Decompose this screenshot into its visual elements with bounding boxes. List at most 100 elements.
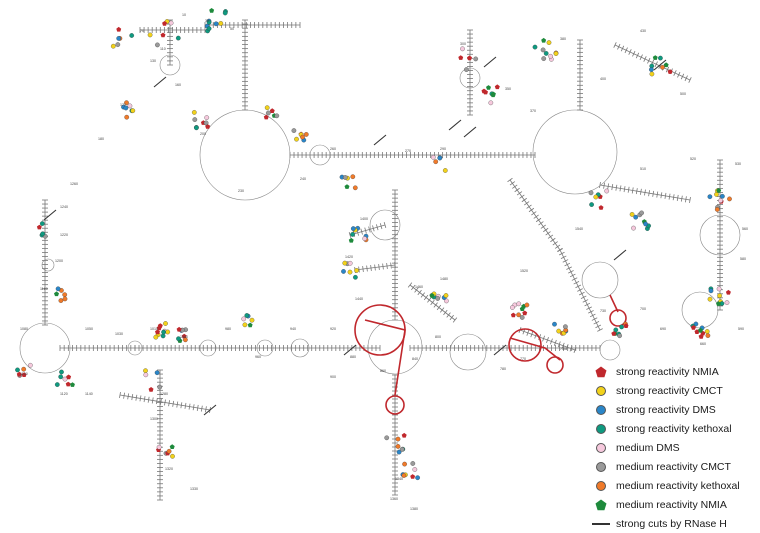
reactivity-marker	[716, 301, 721, 306]
nucleotide-number: 10	[182, 13, 186, 17]
base-pair	[176, 401, 179, 408]
base-pair	[545, 231, 551, 236]
reactivity-marker	[206, 19, 212, 25]
loop-circle	[369, 209, 401, 241]
nucleotide-number: 1320	[165, 467, 173, 471]
reactivity-marker	[342, 175, 348, 180]
base-pair	[552, 241, 558, 246]
reactivity-marker	[350, 226, 356, 231]
base-pair	[358, 266, 360, 273]
base-pair	[407, 282, 413, 288]
nucleotide-number: 170	[120, 103, 126, 107]
base-pair	[647, 57, 651, 64]
nucleotide-number: 860	[380, 369, 386, 373]
nucleotide-number: 350	[505, 87, 511, 91]
nucleotide-number: 1440	[355, 297, 363, 301]
reactivity-marker	[116, 26, 122, 32]
reactivity-marker	[130, 108, 136, 114]
base-pair	[172, 400, 175, 407]
base-pair	[603, 182, 605, 189]
nucleotide-number: 1240	[60, 205, 68, 209]
base-pair	[569, 345, 573, 352]
reactivity-marker	[396, 449, 402, 455]
base-pair	[648, 190, 650, 197]
reactivity-marker	[458, 55, 464, 60]
reactivity-marker	[123, 105, 129, 111]
circle-marker-icon	[592, 384, 610, 398]
nucleotide-number: 780	[500, 367, 506, 371]
reactivity-marker	[213, 21, 219, 27]
reactivity-marker	[163, 321, 168, 326]
reactivity-marker	[399, 446, 405, 452]
reactivity-marker	[168, 20, 174, 26]
reactivity-marker	[347, 269, 353, 275]
reactivity-marker	[410, 474, 416, 479]
loop-circle	[449, 333, 487, 371]
base-pair	[554, 244, 561, 249]
helix	[599, 181, 691, 204]
base-pair	[417, 289, 422, 296]
legend-label: strong cuts by RNase H	[616, 517, 727, 530]
base-pair	[390, 262, 392, 269]
reactivity-marker	[588, 190, 594, 196]
nucleotide-number: 750	[560, 347, 566, 351]
base-pair	[374, 264, 376, 271]
reactivity-marker	[540, 47, 546, 53]
nucleotide-number: 880	[350, 355, 356, 359]
reactivity-marker	[192, 117, 198, 122]
base-pair	[443, 309, 448, 316]
base-pair	[370, 264, 372, 272]
loop-circle	[367, 319, 423, 375]
reactivity-marker	[548, 53, 553, 59]
reactivity-marker	[412, 467, 418, 472]
reactivity-marker	[155, 329, 160, 335]
reactivity-marker	[58, 298, 64, 303]
reactivity-marker	[510, 312, 516, 318]
base-pair	[689, 196, 691, 204]
nucleotide-number: 1050	[85, 327, 93, 331]
base-pair	[538, 221, 544, 226]
base-pair	[509, 181, 516, 186]
base-pair	[635, 52, 640, 59]
reactivity-marker	[658, 55, 663, 61]
nucleotide-number: 30	[205, 19, 209, 23]
legend-label: strong reactivity kethoxal	[616, 422, 732, 435]
base-pair	[414, 287, 419, 293]
pentagon-shape	[595, 366, 607, 377]
base-pair	[632, 50, 636, 57]
reactivity-marker	[401, 432, 407, 438]
reactivity-marker	[556, 328, 562, 334]
nucleotide-number: 180	[98, 137, 104, 141]
loop-circle	[256, 339, 274, 357]
base-pair	[672, 194, 675, 201]
nucleotide-number: 300	[460, 42, 466, 46]
rnase-h-path	[364, 294, 619, 396]
reactivity-marker	[263, 114, 269, 120]
reactivity-marker	[116, 36, 122, 41]
base-pair	[386, 262, 388, 270]
reactivity-marker	[176, 336, 181, 342]
base-pair	[139, 395, 142, 402]
helix	[119, 391, 211, 414]
legend-item-kethoxal-strong: strong reactivity kethoxal	[592, 419, 758, 438]
reactivity-marker	[460, 46, 465, 52]
legend-label: strong reactivity CMCT	[616, 384, 723, 397]
reactivity-marker	[639, 210, 644, 216]
base-pair	[360, 228, 363, 235]
base-pair	[379, 223, 383, 230]
reactivity-marker	[694, 329, 700, 334]
reactivity-marker	[494, 84, 500, 90]
nucleotide-number: 660	[700, 342, 706, 346]
base-pair	[184, 402, 187, 409]
base-pair	[562, 259, 569, 263]
nucleotide-number: 1380	[410, 507, 418, 511]
reactivity-marker	[354, 268, 359, 273]
nucleotide-number: 1010	[150, 327, 158, 331]
nucleotide-number: 840	[412, 357, 418, 361]
reactivity-marker	[464, 67, 469, 72]
reactivity-marker	[155, 42, 160, 48]
helix	[407, 282, 458, 323]
reactivity-marker	[157, 384, 163, 390]
reactivity-marker	[350, 174, 356, 180]
reactivity-marker	[593, 194, 599, 200]
